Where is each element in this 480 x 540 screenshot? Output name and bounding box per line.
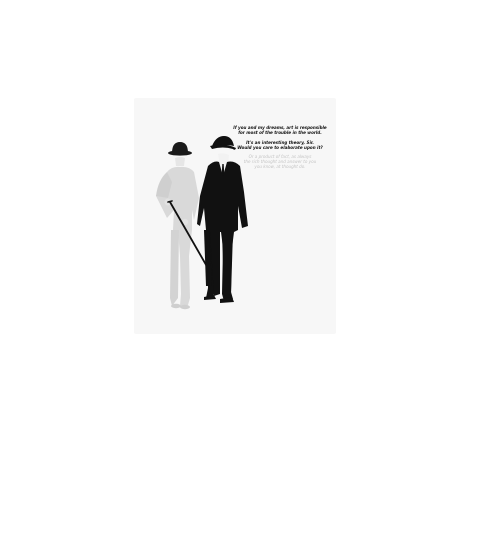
umbrella-icon bbox=[204, 230, 212, 288]
quote-line-6: the rich thought and answer to you bbox=[243, 159, 317, 164]
quote-line-1: If you and my dreams, art is responsible bbox=[233, 125, 327, 130]
quote-line-5: Or a product of fact, as always bbox=[248, 154, 312, 159]
light-gentleman-figure bbox=[156, 142, 199, 310]
quote-line-4: Would you care to elaborate upon it? bbox=[237, 145, 323, 150]
quote-line-7: you know, at thought do. bbox=[254, 164, 306, 169]
walking-cane-icon bbox=[167, 200, 210, 271]
poster-image: If you and my dreams, art is responsible… bbox=[134, 98, 336, 334]
quote-line-2: for most of the trouble in the world. bbox=[238, 130, 322, 135]
dark-bowler-hat-icon bbox=[210, 136, 236, 150]
light-bowler-hat-icon bbox=[168, 142, 192, 156]
quote-line-3: It's an interesting theory, Sir. bbox=[246, 140, 314, 145]
figures-illustration bbox=[156, 136, 248, 310]
